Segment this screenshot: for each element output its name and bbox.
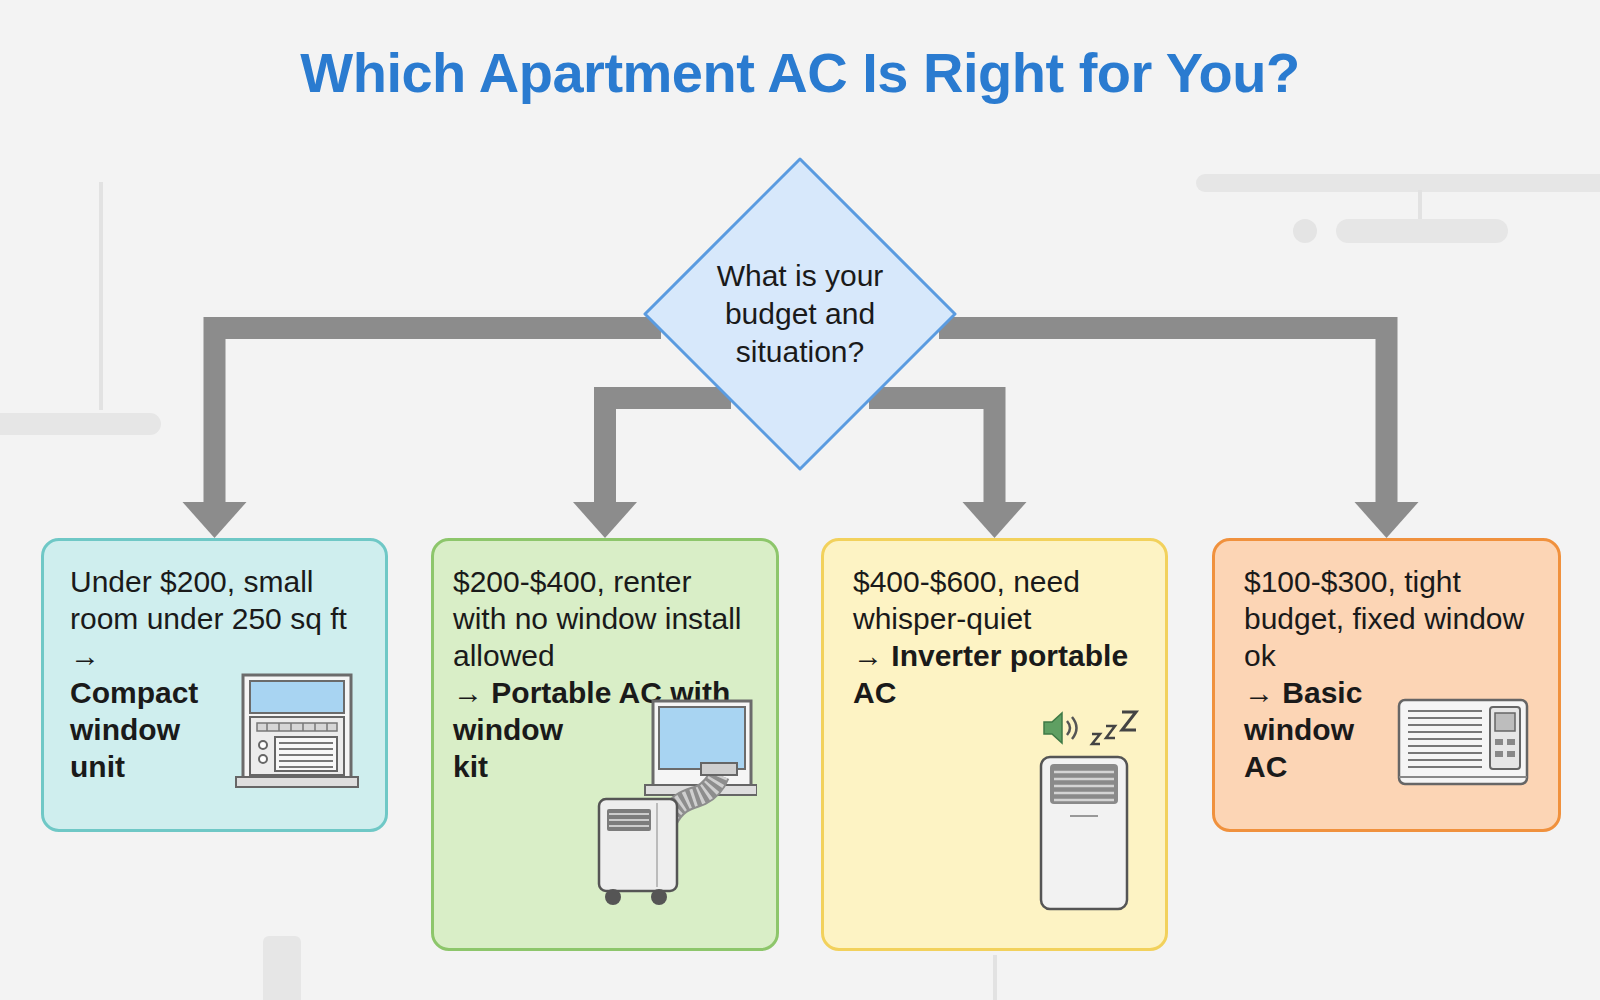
connector-line [605,398,731,504]
option-box: $100-$300, tight budget, fixed window ok… [1212,538,1561,832]
connector [939,328,1419,538]
connector [573,398,731,538]
arrow-head [183,502,247,538]
arrow-head [573,502,637,538]
basic-window-ac-icon [1396,697,1530,791]
decision-diamond: What is your budget and situation? [641,155,959,473]
connector-line [939,328,1387,504]
connector-line [869,398,995,504]
question-text: What is your budget and situation? [705,257,895,371]
arrow-head [1355,502,1419,538]
diagram-title: Which Apartment AC Is Right for You? [0,40,1600,105]
diamond-shape [645,159,955,469]
option-text-area: $400-$600, need whisper-quiet→ Inverter … [853,563,1153,711]
portable-ac-window-kit-icon [597,699,757,911]
condition-text: $400-$600, need whisper-quiet [853,563,1153,637]
recommendation-text: → Inverter portable AC [853,637,1153,711]
window-unit-icon [235,673,359,791]
connector [869,398,1027,538]
connector [183,328,662,538]
quiet-symbol [1040,708,1150,752]
arrow-head [963,502,1027,538]
question-text-group: What is your budget and situation? [705,257,895,371]
condition-text: $100-$300, tight budget, fixed window ok [1244,563,1544,674]
question-area: What is your budget and situation? [641,155,959,473]
condition-text: $200-$400, renter with no window install… [453,563,753,674]
inverter-portable-icon [1038,754,1130,912]
condition-text: Under $200, small room under 250 sq ft → [70,563,366,674]
